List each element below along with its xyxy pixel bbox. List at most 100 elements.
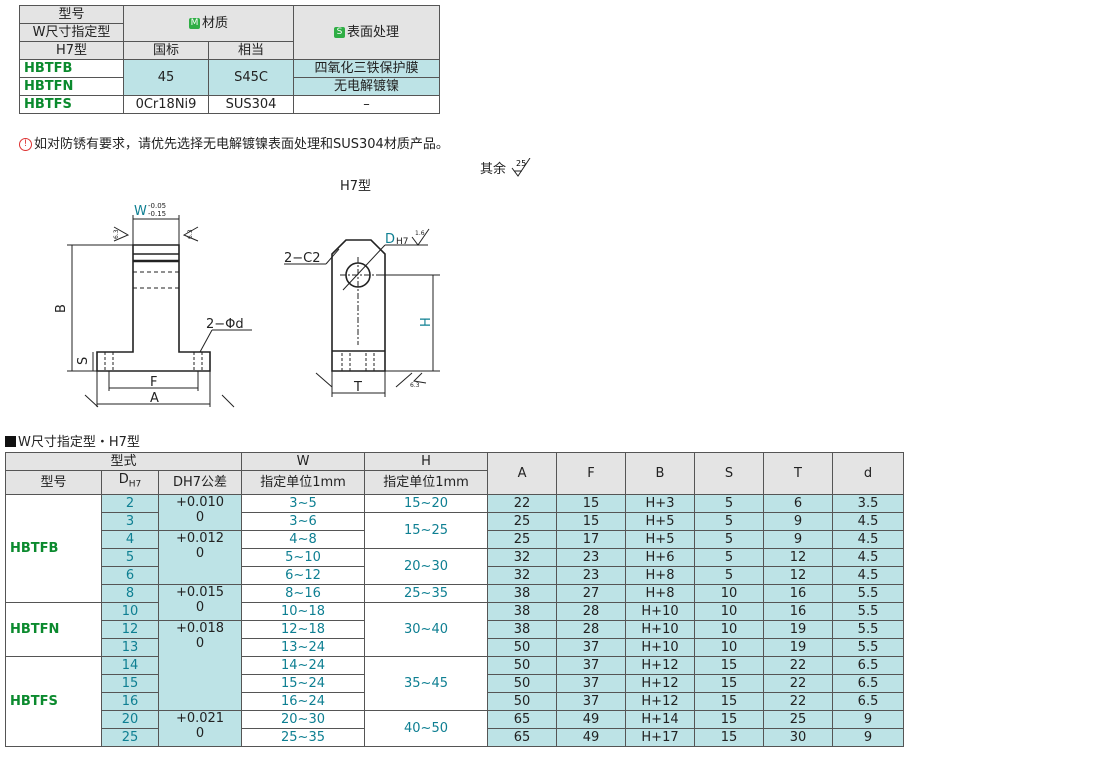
- header-type: 型式: [4, 452, 243, 471]
- b-cell: H+12: [625, 673, 696, 693]
- header-h-sub: 指定单位1mm: [364, 470, 489, 495]
- a-cell: 22: [487, 493, 558, 513]
- a-cell: 65: [487, 727, 558, 747]
- header-d-small: d: [832, 452, 905, 495]
- header-model: 型号: [5, 470, 102, 495]
- h7-title: H7型: [340, 179, 372, 194]
- t-cell: 19: [763, 619, 834, 639]
- a-cell: 50: [487, 637, 558, 657]
- d-cell: 15: [101, 673, 159, 693]
- s-cell: 5: [694, 565, 765, 585]
- w-cell: 12~18: [241, 619, 366, 639]
- s-cell: 10: [694, 583, 765, 603]
- f-cell: 23: [556, 565, 627, 585]
- h-cell: 20~30: [364, 547, 489, 585]
- table-row: HBTFB 45 S45C 四氧化三铁保护膜: [19, 59, 441, 96]
- s-cell: 5: [694, 493, 765, 513]
- header-model-1: 型号: [19, 5, 124, 24]
- s-cell: 10: [694, 619, 765, 639]
- svg-text:2−C2: 2−C2: [284, 251, 321, 266]
- header-t: T: [763, 452, 834, 495]
- d-cell: 10: [101, 601, 159, 621]
- d-cell: 6: [101, 565, 159, 585]
- s-cell: 5: [694, 529, 765, 549]
- w-cell: 25~35: [241, 727, 366, 747]
- dd-cell: 9: [832, 709, 905, 729]
- b-cell: H+10: [625, 601, 696, 621]
- f-cell: 17: [556, 529, 627, 549]
- h-cell: 25~35: [364, 583, 489, 603]
- svg-text:W: W: [134, 204, 147, 219]
- svg-text:S: S: [76, 357, 91, 365]
- b-cell: H+12: [625, 691, 696, 711]
- d-cell: 12: [101, 619, 159, 639]
- t-cell: 16: [763, 601, 834, 621]
- w-cell: 6~12: [241, 565, 366, 585]
- a-cell: 25: [487, 511, 558, 531]
- svg-text:6.3: 6.3: [113, 229, 120, 239]
- model-cell: HBTFS: [5, 655, 102, 747]
- t-cell: 9: [763, 529, 834, 549]
- f-cell: 37: [556, 655, 627, 675]
- header-w-sub: 指定单位1mm: [241, 470, 366, 495]
- model-cell: HBTFB: [5, 493, 102, 603]
- w-cell: 5~10: [241, 547, 366, 567]
- table-row: HBTFN 无电解镀镍: [19, 77, 441, 96]
- d-cell: 4: [101, 529, 159, 549]
- b-cell: H+5: [625, 511, 696, 531]
- b-cell: H+8: [625, 565, 696, 585]
- dd-cell: 4.5: [832, 565, 905, 585]
- t-cell: 22: [763, 691, 834, 711]
- svg-text:6.3: 6.3: [187, 229, 194, 239]
- svg-text:D: D: [385, 232, 395, 247]
- h-cell: 30~40: [364, 601, 489, 657]
- dd-cell: 5.5: [832, 583, 905, 603]
- s-cell: 10: [694, 601, 765, 621]
- header-f: F: [556, 452, 627, 495]
- svg-text:F: F: [150, 375, 157, 390]
- a-cell: 25: [487, 529, 558, 549]
- warning-icon: !: [19, 138, 32, 151]
- rust-note: !如对防锈有要求，请优先选择无电解镀镍表面处理和SUS304材质产品。: [19, 133, 449, 152]
- w-cell: 8~16: [241, 583, 366, 603]
- b-cell: H+12: [625, 655, 696, 675]
- f-cell: 23: [556, 547, 627, 567]
- b-cell: H+10: [625, 637, 696, 657]
- t-cell: 22: [763, 673, 834, 693]
- header-model-3: H7型: [19, 41, 124, 60]
- dd-cell: 5.5: [832, 601, 905, 621]
- a-cell: 50: [487, 655, 558, 675]
- d-cell: 14: [101, 655, 159, 675]
- w-cell: 10~18: [241, 601, 366, 621]
- s-cell: 15: [694, 655, 765, 675]
- roughness-rest-label: 其余 25: [480, 157, 534, 178]
- t-cell: 19: [763, 637, 834, 657]
- dd-cell: 5.5: [832, 619, 905, 639]
- s-cell: 10: [694, 637, 765, 657]
- dd-cell: 4.5: [832, 547, 905, 567]
- d-cell: 5: [101, 547, 159, 567]
- spec-table: 型式 W H A F B S T d 型号 DH7 DH7公差 指定单位1mm …: [4, 452, 905, 747]
- dd-cell: 4.5: [832, 511, 905, 531]
- svg-text:2−Φd: 2−Φd: [206, 317, 244, 332]
- d-cell: 20: [101, 709, 159, 729]
- header-h: H: [364, 452, 489, 471]
- f-cell: 27: [556, 583, 627, 603]
- w-cell: 13~24: [241, 637, 366, 657]
- d-cell: 8: [101, 583, 159, 603]
- h-cell: 15~20: [364, 493, 489, 513]
- b-cell: H+8: [625, 583, 696, 603]
- f-cell: 37: [556, 673, 627, 693]
- b-cell: H+5: [625, 529, 696, 549]
- w-cell: 4~8: [241, 529, 366, 549]
- w-cell: 15~24: [241, 673, 366, 693]
- f-cell: 15: [556, 493, 627, 513]
- t-cell: 25: [763, 709, 834, 729]
